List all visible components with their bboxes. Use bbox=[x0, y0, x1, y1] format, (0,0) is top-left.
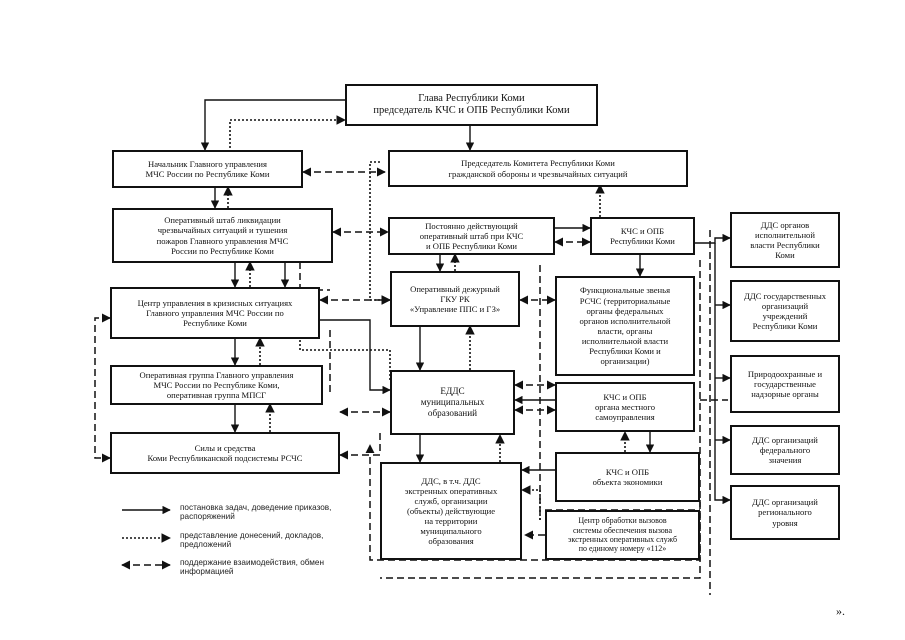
dds-reg-orgs-box: ДДС организаций регионального уровня bbox=[730, 485, 840, 540]
center-112-box: Центр обработки вызовов системы обеспече… bbox=[545, 510, 700, 560]
dds-municipal-box: ДДС, в т.ч. ДДС экстренных оперативных с… bbox=[380, 462, 522, 560]
dds-exec-label: ДДС органов исполнительной власти Респуб… bbox=[750, 219, 820, 261]
kchs-object-box: КЧС и ОПБ объекта экономики bbox=[555, 452, 700, 502]
dds-reg-orgs-label: ДДС организаций регионального уровня bbox=[752, 497, 818, 528]
end-mark: ». bbox=[836, 604, 845, 618]
dds-fed-orgs-box: ДДС организаций федерального значения bbox=[730, 425, 840, 475]
head-of-republic-box: Глава Республики Коми председатель КЧС и… bbox=[345, 84, 598, 126]
legend-samples bbox=[121, 505, 171, 570]
permanent-staff-label: Постоянно действующий оперативный штаб п… bbox=[419, 220, 524, 252]
crisis-center-box: Центр управления в кризисных ситуациях Г… bbox=[110, 287, 320, 339]
dds-state-orgs-label: ДДС государственных организаций учрежден… bbox=[743, 290, 827, 332]
nature-bodies-label: Природоохранные и государственные надзор… bbox=[747, 368, 823, 400]
crisis-center-label: Центр управления в кризисных ситуациях Г… bbox=[137, 297, 293, 329]
edds-label: ЕДДС муниципальных образований bbox=[420, 386, 485, 418]
kchs-rk-label: КЧС и ОПБ Республики Коми bbox=[610, 225, 675, 246]
op-group-box: Оперативная группа Главного управления М… bbox=[110, 365, 323, 405]
legend-dotted-label: представление донесений, докладов, предл… bbox=[180, 531, 324, 550]
center-112-label: Центр обработки вызовов системы обеспече… bbox=[567, 516, 678, 554]
dds-state-orgs-box: ДДС государственных организаций учрежден… bbox=[730, 280, 840, 342]
dds-fed-orgs-label: ДДС организаций федерального значения bbox=[752, 434, 818, 466]
kchs-local-label: КЧС и ОПБ органа местного самоуправления bbox=[594, 391, 656, 423]
kchs-rk-box: КЧС и ОПБ Республики Коми bbox=[590, 217, 695, 255]
permanent-staff-box: Постоянно действующий оперативный штаб п… bbox=[388, 217, 555, 255]
op-staff-mchs-label: Оперативный штаб ликвидации чрезвычайных… bbox=[156, 215, 289, 256]
legend-dashed-label: поддержание взаимодействия, обмен информ… bbox=[180, 558, 324, 577]
duty-officer-label: Оперативный дежурный ГКУ РК «Управление … bbox=[409, 283, 501, 315]
head-of-republic-label: Глава Республики Коми председатель КЧС и… bbox=[373, 92, 570, 116]
forces-box: Силы и средства Коми Республиканской под… bbox=[110, 432, 340, 474]
kgo-chair-box: Председатель Комитета Республики Коми гр… bbox=[388, 150, 688, 187]
edds-box: ЕДДС муниципальных образований bbox=[390, 370, 515, 435]
mchs-head-label: Начальник Главного управления МЧС России… bbox=[145, 158, 270, 179]
solid-connectors bbox=[200, 99, 731, 505]
dashed-connectors bbox=[94, 167, 728, 595]
op-staff-mchs-box: Оперативный штаб ликвидации чрезвычайных… bbox=[112, 208, 333, 263]
kgo-chair-label: Председатель Комитета Республики Коми гр… bbox=[448, 158, 628, 179]
legend-solid-label: постановка задач, доведение приказов, ра… bbox=[180, 503, 332, 522]
duty-officer-box: Оперативный дежурный ГКУ РК «Управление … bbox=[390, 271, 520, 327]
dds-municipal-label: ДДС, в т.ч. ДДС экстренных оперативных с… bbox=[404, 475, 498, 547]
functional-links-label: Функциональные звенья РСЧС (территориаль… bbox=[579, 285, 671, 367]
forces-label: Силы и средства Коми Республиканской под… bbox=[147, 442, 303, 463]
nature-bodies-box: Природоохранные и государственные надзор… bbox=[730, 355, 840, 413]
mchs-head-box: Начальник Главного управления МЧС России… bbox=[112, 150, 303, 188]
kchs-local-box: КЧС и ОПБ органа местного самоуправления bbox=[555, 382, 695, 432]
op-group-label: Оперативная группа Главного управления М… bbox=[139, 369, 294, 401]
dds-exec-box: ДДС органов исполнительной власти Респуб… bbox=[730, 212, 840, 268]
functional-links-box: Функциональные звенья РСЧС (территориаль… bbox=[555, 276, 695, 376]
kchs-object-label: КЧС и ОПБ объекта экономики bbox=[592, 466, 663, 487]
